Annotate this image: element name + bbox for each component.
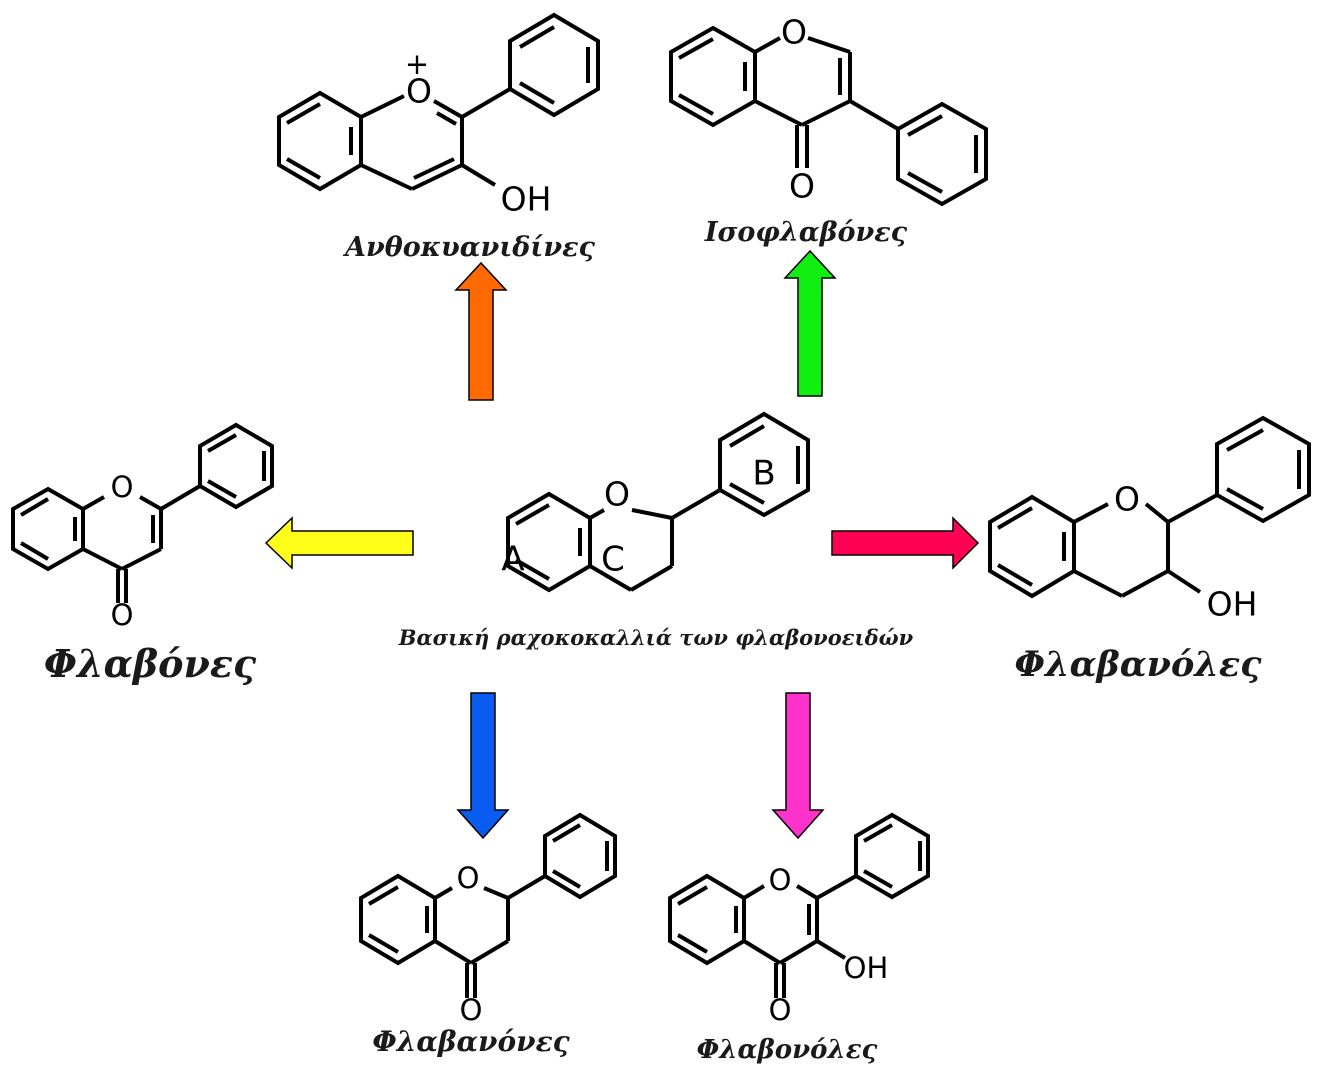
isoflavone-structure: O O [669, 13, 988, 207]
ring-c-label: C [601, 540, 625, 580]
flavone-carbonyl-oxygen: O [111, 598, 134, 632]
isoflavone-oxygen: O [781, 13, 807, 52]
flavanone-carbonyl-oxygen: O [460, 993, 483, 1027]
flavanol-structure: O OH [988, 415, 1311, 624]
arrow-up-isoflavones [783, 249, 837, 397]
ring-b-label: B [752, 454, 775, 494]
flavonols-label: Φλαβονόλες [697, 1035, 878, 1065]
isoflavones-label: Ισοφλαβόνες [704, 217, 908, 248]
flavanol-oxygen: O [1114, 480, 1140, 519]
anthocyanidins-label: Ανθοκυανιδίνες [342, 232, 595, 263]
ring-a-label: A [501, 540, 524, 580]
flavone-structure: O O [11, 422, 274, 632]
core-skeleton: O A C B [501, 411, 810, 593]
anthocyanidin-hydroxyl: OH [501, 180, 552, 219]
flavonol-oxygen: O [769, 863, 792, 897]
flavone-oxygen: O [111, 470, 134, 504]
flavanones-label: Φλαβανόνες [372, 1025, 570, 1058]
arrow-right-flavanols [831, 516, 980, 570]
anthocyanidin-oxygen: O [406, 72, 432, 111]
flavanone-oxygen: O [457, 861, 480, 895]
flavonol-structure: O O OH [668, 812, 930, 1027]
isoflavone-carbonyl-oxygen: O [789, 167, 815, 206]
flavones-label: Φλαβόνες [44, 641, 257, 686]
ring-b [718, 411, 810, 518]
anthocyanidin-charge: + [405, 47, 429, 81]
flavonol-hydroxyl: OH [844, 951, 889, 985]
core-caption: Βασική ραχοκοκαλλιά των φλαβονοειδών [398, 625, 914, 650]
arrow-left-flavones [264, 516, 414, 570]
flavonol-carbonyl-oxygen: O [769, 993, 792, 1027]
flavanol-hydroxyl: OH [1207, 585, 1258, 624]
flavanols-label: Φλαβανόλες [1015, 644, 1263, 685]
anthocyanidin-structure: O + OH [277, 12, 600, 219]
arrow-up-anthocyanidins [454, 261, 508, 401]
flavanone-structure: O O [359, 812, 617, 1027]
core-oxygen: O [604, 475, 630, 514]
arrow-down-flavanones [456, 692, 510, 840]
arrow-down-flavonols [771, 692, 825, 840]
